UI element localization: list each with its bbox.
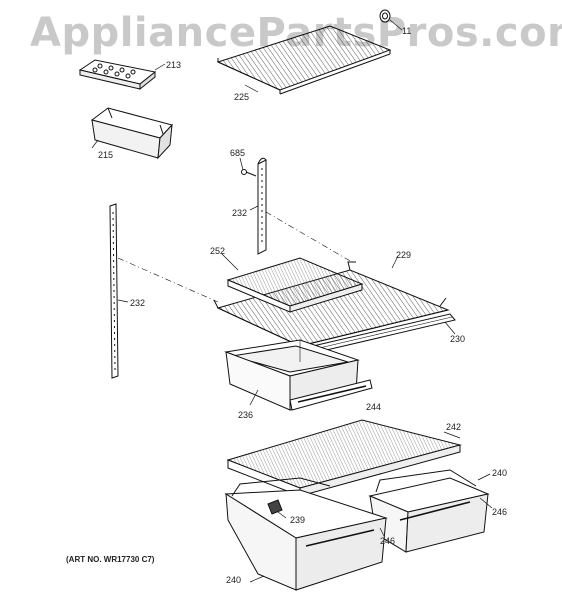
screw-shape: [239, 157, 257, 177]
part-label-shelf-rail-cap: 11: [402, 26, 412, 36]
part-label-glass-shelf-insert: 252: [210, 246, 226, 256]
glass-shelf-insert-shape: [221, 253, 364, 313]
part-label-crisper-right: 240: [492, 468, 508, 478]
part-label-shelf-front-trim: 230: [450, 334, 466, 344]
egg-tray-shape: [78, 59, 166, 91]
art-number: (ART NO. WR17730 C7): [66, 555, 155, 564]
crisper-cover-shape: [226, 419, 462, 497]
part-label-wire-shelf-middle: 229: [396, 250, 412, 260]
wire-shelf-top-shape: [216, 25, 392, 95]
crisper-front-left-shape: [379, 527, 385, 537]
part-label-slide-rail: 239: [290, 515, 306, 525]
support-rail-rear-shape: [249, 157, 267, 255]
part-label-egg-tray: 213: [166, 60, 182, 70]
part-label-ice-bucket: 215: [98, 150, 114, 160]
part-label-crisper-front-right: 246: [492, 507, 508, 517]
part-label-meat-pan: 236: [238, 410, 254, 420]
part-label-crisper-front-left: 246: [380, 536, 396, 546]
slide-rail-shape: [267, 499, 287, 519]
wire-shelf-middle-shape: [213, 255, 450, 347]
part-label-support-rail-left: 232: [130, 298, 146, 308]
part-label-support-rail-rear: 232: [232, 208, 248, 218]
part-label-crisper-left: 240: [226, 575, 242, 585]
crisper-left-shape: [224, 477, 388, 591]
part-label-wire-shelf-top: 225: [234, 92, 250, 102]
shelf-rail-cap-shape: [379, 9, 403, 31]
ice-bucket-shape: [90, 107, 173, 160]
part-label-crisper-cover: 242: [446, 422, 462, 432]
crisper-right-shape: [368, 469, 493, 553]
alignment-lines: [117, 211, 353, 303]
meat-pan-shape: [224, 339, 373, 411]
part-label-screw: 685: [230, 148, 246, 158]
support-rail-left-shape: [109, 203, 129, 379]
part-label-meat-pan-front: 244: [366, 402, 382, 412]
